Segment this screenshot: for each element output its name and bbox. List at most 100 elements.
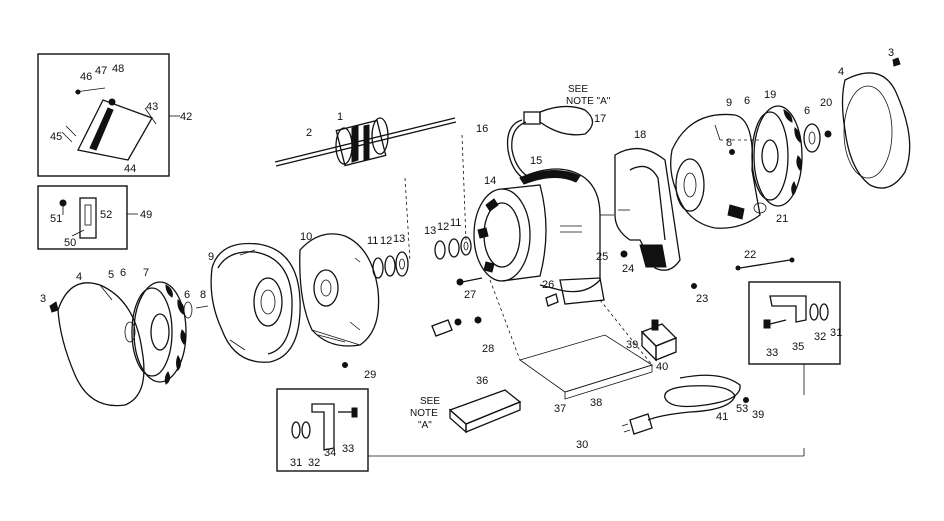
label-32-b: 32 xyxy=(814,331,826,343)
left-grinding-wheel xyxy=(124,281,209,385)
left-motor-housing xyxy=(299,233,380,347)
right-wheel-guard xyxy=(841,57,911,189)
right-motor-housing xyxy=(614,148,681,271)
label-10: 10 xyxy=(300,231,312,243)
part-labels: 1 2 3 3 4 4 5 6 6 6 6 7 8 8 9 9 10 11 11… xyxy=(40,47,894,469)
base-plate xyxy=(519,334,653,400)
label-6-c: 6 xyxy=(744,95,750,107)
label-46: 46 xyxy=(80,71,92,83)
label-4-right: 4 xyxy=(838,66,844,78)
left-guard-housing xyxy=(210,242,301,363)
label-45: 45 xyxy=(50,131,62,143)
label-39-a: 39 xyxy=(626,339,638,351)
label-33-a: 33 xyxy=(342,443,354,455)
label-3-left: 3 xyxy=(40,293,46,305)
label-38: 38 xyxy=(590,397,602,409)
leader-lines xyxy=(404,134,760,366)
label-44: 44 xyxy=(124,163,136,175)
label-53: 53 xyxy=(736,403,748,415)
water-tray xyxy=(448,389,522,434)
label-42: 42 xyxy=(180,111,192,123)
label-31-a: 31 xyxy=(290,457,302,469)
label-14: 14 xyxy=(484,175,496,187)
kit-box-bottom xyxy=(276,388,369,472)
label-19: 19 xyxy=(764,89,776,101)
label-8-right: 8 xyxy=(726,137,732,149)
motor-field-stator xyxy=(473,184,547,282)
kit-box-right xyxy=(748,281,841,395)
motor-housing xyxy=(519,168,614,305)
label-52: 52 xyxy=(100,209,112,221)
label-4-left: 4 xyxy=(76,271,82,283)
label-51: 51 xyxy=(50,213,62,225)
label-27: 27 xyxy=(464,289,476,301)
label-36: 36 xyxy=(476,375,488,387)
label-7: 7 xyxy=(143,267,149,279)
label-23: 23 xyxy=(696,293,708,305)
label-6-d: 6 xyxy=(804,105,810,117)
label-9-left: 9 xyxy=(208,251,214,263)
right-guard-housing xyxy=(670,113,761,229)
label-11-b: 11 xyxy=(450,217,461,229)
lamp-cord-bulb xyxy=(506,105,594,183)
label-2: 2 xyxy=(306,127,312,139)
label-22: 22 xyxy=(744,249,756,261)
label-47: 47 xyxy=(95,65,107,77)
label-39-b: 39 xyxy=(752,409,764,421)
label-5: 5 xyxy=(108,269,114,281)
switch-40 xyxy=(640,319,678,362)
label-50: 50 xyxy=(64,237,76,249)
note-see-top: SEE xyxy=(568,84,588,95)
power-cord xyxy=(621,374,749,435)
label-37: 37 xyxy=(554,403,566,415)
kit-box-42 xyxy=(37,53,180,177)
label-1: 1 xyxy=(337,111,343,123)
label-41: 41 xyxy=(716,411,728,423)
note-a-bottom: "A" xyxy=(418,420,432,431)
label-13-b: 13 xyxy=(424,225,436,237)
label-35: 35 xyxy=(792,341,804,353)
label-20: 20 xyxy=(820,97,832,109)
label-29: 29 xyxy=(364,369,376,381)
label-12-a: 12 xyxy=(380,235,392,247)
label-24: 24 xyxy=(622,263,634,275)
label-11-a: 11 xyxy=(367,235,378,247)
label-6-b: 6 xyxy=(184,289,190,301)
label-33-b: 33 xyxy=(766,347,778,359)
label-6-a: 6 xyxy=(120,267,126,279)
right-grinding-wheel xyxy=(751,105,832,214)
label-21: 21 xyxy=(776,213,788,225)
label-32-a: 32 xyxy=(308,457,320,469)
left-wheel-guard xyxy=(49,282,145,407)
label-48: 48 xyxy=(112,63,124,75)
label-30: 30 xyxy=(576,439,588,451)
label-18: 18 xyxy=(634,129,646,141)
label-34: 34 xyxy=(324,447,336,459)
note-note-bottom: NOTE xyxy=(410,408,438,419)
label-9-right: 9 xyxy=(726,97,732,109)
note-a-top: NOTE "A" xyxy=(566,96,611,107)
notes: SEE NOTE "A" SEE NOTE "A" xyxy=(410,84,611,431)
armature-shaft xyxy=(274,117,457,167)
assembly-bracket-30 xyxy=(368,448,805,457)
note-see-bottom: SEE xyxy=(420,396,440,407)
label-8-left: 8 xyxy=(200,289,206,301)
label-40: 40 xyxy=(656,361,668,373)
bearing-washers-right xyxy=(434,236,472,260)
label-16: 16 xyxy=(476,123,488,135)
kit-box-49 xyxy=(37,185,138,250)
label-15: 15 xyxy=(530,155,542,167)
label-12-b: 12 xyxy=(437,221,449,233)
label-28: 28 xyxy=(482,343,494,355)
label-31-b: 31 xyxy=(830,327,842,339)
bearing-washers-left xyxy=(372,251,409,279)
label-43: 43 xyxy=(146,101,158,113)
label-17: 17 xyxy=(594,113,606,125)
small-hardware xyxy=(342,149,735,368)
label-26: 26 xyxy=(542,279,554,291)
label-3-right: 3 xyxy=(888,47,894,59)
label-13-a: 13 xyxy=(393,233,405,245)
label-49: 49 xyxy=(140,209,152,221)
